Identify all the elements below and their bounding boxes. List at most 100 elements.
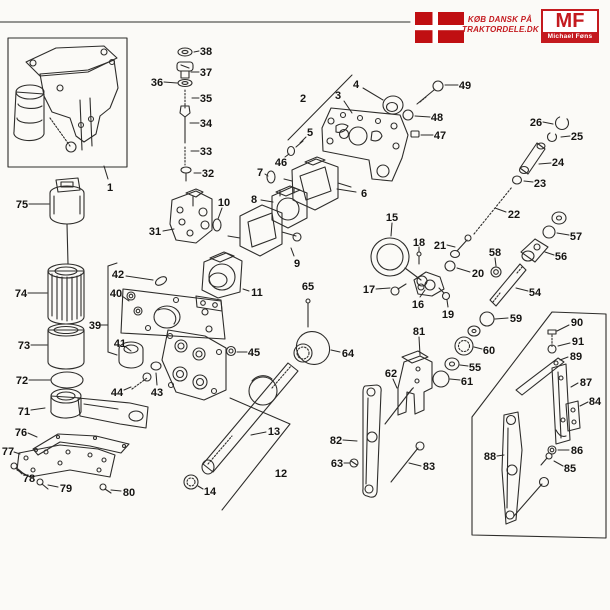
part-39-pump-body (161, 329, 227, 401)
part-9-pump-housing (227, 204, 302, 257)
part-15-label: 15 (386, 212, 398, 224)
part-38-washer (177, 47, 193, 57)
part-43-seal (150, 361, 162, 371)
part-59-label: 59 (510, 313, 522, 325)
danish-flag (415, 12, 464, 43)
part-25-circlip (546, 131, 558, 143)
part-75-filter-cap (49, 177, 85, 265)
part-65-pin (305, 298, 311, 328)
part-78-screw (10, 462, 23, 475)
part-76-gasket (32, 433, 130, 456)
part-76-label: 76 (15, 427, 27, 439)
part-38-leader (193, 50, 200, 53)
part-45-label: 45 (248, 347, 260, 359)
part-46-seal (286, 145, 296, 157)
part-8-leader (260, 199, 274, 203)
part-35-label: 35 (200, 93, 212, 105)
part-72-label: 72 (16, 375, 28, 387)
part-33-label: 33 (200, 146, 212, 158)
part-23-label: 23 (534, 178, 546, 190)
part-54-label: 54 (529, 287, 542, 299)
slogan-line1: KØB DANSK PÅ (467, 15, 533, 24)
part-44-leader (123, 386, 132, 391)
part-55-leader (459, 364, 469, 367)
part-87-bracket (551, 363, 571, 445)
part-43-leader (155, 372, 158, 386)
part-91-label: 91 (572, 336, 584, 348)
part-71-lever-arm (50, 388, 149, 429)
part-41-leader (125, 346, 132, 352)
part-59-washer (467, 311, 495, 337)
part-3-label: 3 (335, 90, 341, 102)
part-7-label: 7 (257, 167, 263, 179)
part-34-valve (179, 105, 191, 144)
part-19-bolt (438, 287, 451, 301)
part-91-nut (547, 344, 557, 354)
part-23-leader (523, 180, 534, 183)
part-61-leader (449, 378, 461, 381)
part-17-bolt (390, 283, 407, 296)
part-17-label: 17 (363, 284, 375, 296)
part-64-label: 64 (342, 348, 355, 360)
part-34-label: 34 (200, 118, 213, 130)
part-89-leader (559, 356, 569, 361)
part-10-seal (212, 218, 222, 232)
part-3-leader (343, 100, 353, 114)
part-18-pin (416, 251, 422, 265)
part-61-label: 61 (461, 376, 473, 388)
slogan-text: KØB DANSK PÅ TRAKTORDELE.DK (462, 15, 539, 35)
part-40-label: 40 (110, 288, 122, 300)
mf-logo-name: Michael Føns (543, 32, 597, 41)
part-61-oring (432, 370, 450, 388)
part-80-label: 80 (123, 487, 135, 499)
part-65-label: 65 (302, 281, 314, 293)
part-81-fork-bracket (397, 350, 433, 416)
part-36-leader (163, 81, 178, 84)
part-58-leader (494, 257, 497, 267)
part-79-screw (36, 478, 49, 490)
part-56-label: 56 (555, 251, 567, 263)
part-55-label: 55 (469, 362, 481, 374)
mf-logo-initials: MF (555, 10, 585, 32)
part-36-washer (177, 78, 193, 88)
part-32-screw (180, 166, 192, 182)
part-60-splined-bushing (454, 336, 474, 356)
part-62-leader (392, 378, 398, 389)
part-2-label: 2 (300, 93, 306, 105)
part-49-label: 49 (459, 80, 471, 92)
part-86-label: 86 (571, 445, 583, 457)
part-24-plunger (518, 142, 546, 175)
part-9-leader (290, 247, 295, 257)
part-11-bearing-block (201, 251, 243, 299)
part-43-label: 43 (151, 387, 163, 399)
part-84-label: 84 (589, 396, 602, 408)
part-22-label: 22 (508, 209, 520, 221)
part-81-leader (418, 336, 421, 356)
part-71-leader (30, 407, 46, 411)
part-84-leader (579, 401, 589, 407)
part-2-leader (287, 74, 353, 141)
part-39-leader (107, 351, 118, 356)
part-48-label: 48 (431, 112, 443, 124)
part-11-leader (242, 288, 250, 292)
part-81-label: 81 (413, 326, 425, 338)
mf-logo: MF Michael Føns (541, 9, 599, 43)
part-17-leader (375, 287, 391, 290)
part-9-label: 9 (294, 258, 300, 270)
part-39-leader (107, 262, 118, 267)
part-1-leader (103, 165, 109, 180)
part-42-leader (125, 275, 154, 281)
part-37-plug (176, 61, 194, 79)
part-16-lever-hub (413, 271, 445, 297)
part-88-lift-arm (501, 411, 550, 525)
part-31-valve-body (169, 188, 213, 244)
part-20-label: 20 (472, 268, 484, 280)
part-87-leader (570, 382, 579, 388)
part-41-bushing (118, 341, 144, 369)
part-5-label: 5 (307, 127, 313, 139)
part-10-label: 10 (218, 197, 230, 209)
part-31-label: 31 (149, 226, 161, 238)
part-80-leader (110, 489, 122, 492)
part-7-leader (264, 173, 269, 177)
